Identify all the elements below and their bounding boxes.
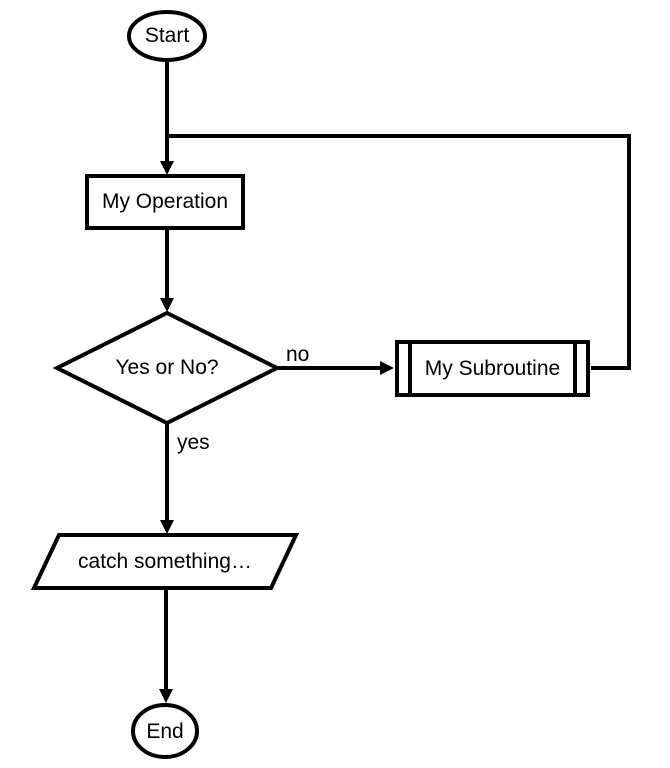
arrowhead-into-catch (160, 520, 174, 534)
node-subroutine-label: My Subroutine (424, 356, 561, 380)
node-decision-shape (52, 310, 282, 426)
edge-subroutine-to-operation (167, 134, 631, 370)
arrowhead-into-subroutine (380, 361, 394, 375)
node-catch-shape (30, 533, 300, 590)
node-end-label: End (146, 719, 184, 743)
arrowhead-into-decision (160, 298, 174, 312)
node-operation-label: My Operation (101, 190, 229, 214)
node-start-label: Start (144, 24, 190, 48)
node-catch-label: catch something… (78, 549, 252, 573)
edge-label-yes: yes (177, 431, 210, 454)
node-start-shape (127, 10, 207, 62)
arrowhead-into-operation (160, 161, 174, 175)
arrowhead-into-end (159, 689, 173, 703)
node-subroutine-shape (395, 340, 590, 397)
node-decision-label: Yes or No? (115, 356, 219, 380)
node-operation-shape (85, 174, 245, 230)
edge-label-no: no (286, 343, 310, 366)
node-end-shape (131, 703, 199, 759)
